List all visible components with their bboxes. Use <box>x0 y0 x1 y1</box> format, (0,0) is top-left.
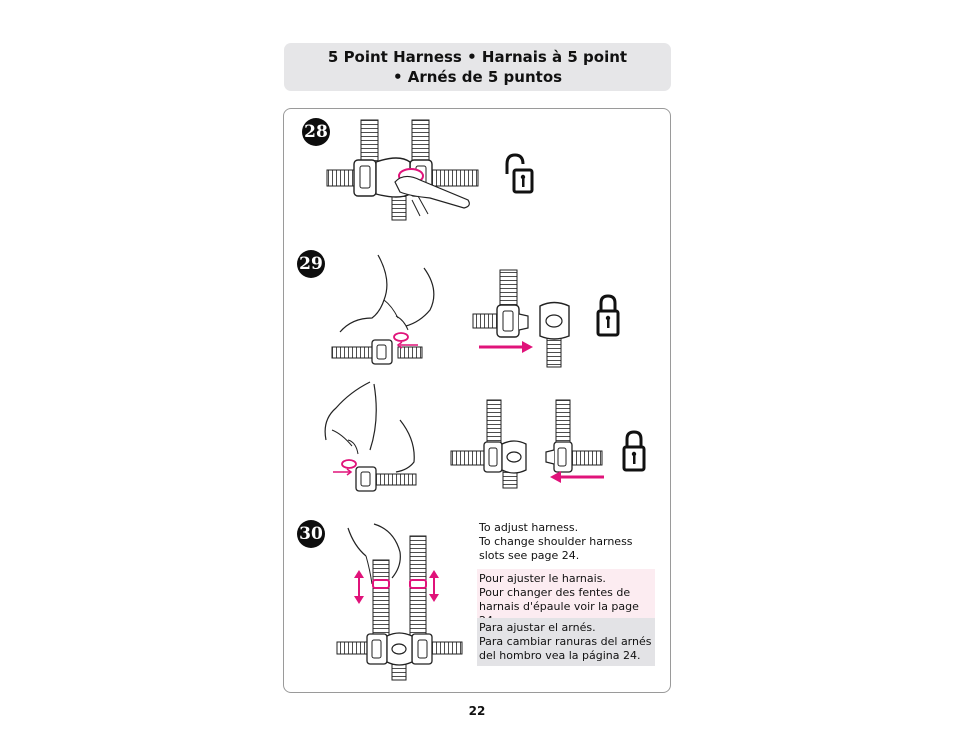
french-line-2: Pour changer des fentes de <box>479 586 631 599</box>
locked-padlock-icon-2 <box>622 430 646 472</box>
spanish-line-3: del hombro vea la página 24. <box>479 649 641 662</box>
double-arrow-icon-2 <box>429 570 439 602</box>
double-arrow-icon <box>354 570 364 604</box>
step-badge-29: 29 <box>297 250 325 278</box>
spanish-line-1: Para ajustar el arnés. <box>479 621 596 634</box>
step29-buckle-separated-1 <box>472 269 570 368</box>
english-line-2: To change shoulder harness <box>479 535 633 548</box>
english-line-1: To adjust harness. <box>479 521 579 534</box>
title-line-2: • Arnés de 5 puntos <box>392 68 563 86</box>
step-badge-28: 28 <box>302 118 330 146</box>
locked-padlock-icon <box>596 294 620 337</box>
spanish-line-2: Para cambiar ranuras del arnés <box>479 635 652 648</box>
step29-buckle-separated-2 <box>545 399 604 483</box>
step30-adjust-illustration <box>336 523 463 681</box>
step29-hands-illustration-2 <box>324 381 417 492</box>
section-title: 5 Point Harness • Harnais à 5 point • Ar… <box>284 43 671 91</box>
english-line-3: slots see page 24. <box>479 549 580 562</box>
unlocked-padlock-icon <box>505 153 534 194</box>
step29-buckle-connected <box>450 399 527 489</box>
french-line-1: Pour ajuster le harnais. <box>479 572 606 585</box>
instruction-panel <box>283 108 671 693</box>
instructions-spanish: Para ajustar el arnés. Para cambiar ranu… <box>477 618 655 666</box>
instructions-english: To adjust harness. To change shoulder ha… <box>477 518 655 566</box>
page-number: 22 <box>468 704 486 718</box>
step28-buckle-illustration <box>326 119 479 221</box>
step-badge-30: 30 <box>297 520 325 548</box>
title-line-1: 5 Point Harness • Harnais à 5 point <box>327 48 628 66</box>
step29-hands-illustration-1 <box>331 254 435 365</box>
